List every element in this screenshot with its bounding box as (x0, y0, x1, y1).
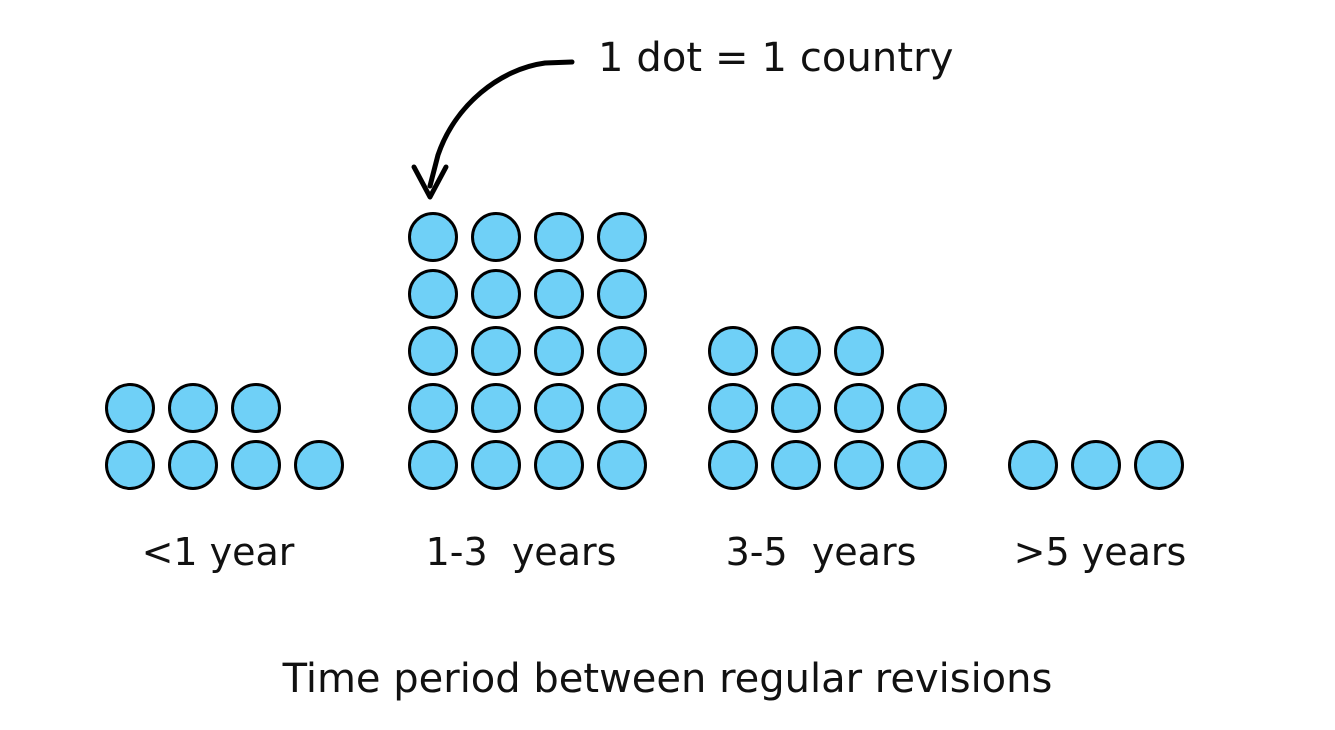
dot-row (408, 208, 660, 265)
data-dot (1134, 439, 1184, 490)
dot-row (105, 379, 294, 436)
dot-row (408, 436, 660, 493)
data-dot (534, 439, 584, 490)
dot-row (1008, 436, 1197, 493)
category-label-0: <1 year (141, 530, 295, 574)
category-label-2: 3-5 years (725, 530, 917, 574)
data-dot (597, 211, 647, 262)
data-dot (834, 439, 884, 490)
data-dot (471, 325, 521, 376)
data-dot (534, 325, 584, 376)
data-dot (897, 382, 947, 433)
dot-row (708, 436, 960, 493)
data-dot (231, 382, 281, 433)
x-axis-title: Time period between regular revisions (282, 656, 1053, 702)
data-dot (168, 439, 218, 490)
data-dot (231, 439, 281, 490)
data-dot (1008, 439, 1058, 490)
data-dot (834, 382, 884, 433)
data-dot (105, 439, 155, 490)
dot-row (708, 379, 960, 436)
data-dot (597, 268, 647, 319)
dot-row (408, 379, 660, 436)
dot-row (708, 322, 897, 379)
data-dot (408, 268, 458, 319)
data-dot (408, 382, 458, 433)
dot-row (408, 265, 660, 322)
data-dot (471, 439, 521, 490)
dot-group (708, 322, 960, 493)
data-dot (597, 439, 647, 490)
data-dot (834, 325, 884, 376)
data-dot (168, 382, 218, 433)
category-label-3: >5 years (1013, 530, 1187, 574)
dot-group (408, 208, 660, 493)
dot-group (1008, 436, 1197, 493)
category-label-1: 1-3 years (425, 530, 617, 574)
data-dot (534, 382, 584, 433)
dot-row (408, 322, 660, 379)
data-dot (471, 382, 521, 433)
data-dot (534, 268, 584, 319)
data-dot (105, 382, 155, 433)
data-dot (1071, 439, 1121, 490)
dot-row (105, 436, 357, 493)
data-dot (708, 382, 758, 433)
data-dot (471, 211, 521, 262)
annotation-label: 1 dot = 1 country (598, 35, 954, 81)
data-dot (708, 325, 758, 376)
data-dot (771, 439, 821, 490)
data-dot (471, 268, 521, 319)
data-dot (408, 439, 458, 490)
data-dot (597, 382, 647, 433)
dot-group (105, 379, 357, 493)
data-dot (294, 439, 344, 490)
data-dot (408, 325, 458, 376)
data-dot (708, 439, 758, 490)
data-dot (771, 325, 821, 376)
data-dot (597, 325, 647, 376)
data-dot (897, 439, 947, 490)
data-dot (771, 382, 821, 433)
data-dot (534, 211, 584, 262)
data-dot (408, 211, 458, 262)
